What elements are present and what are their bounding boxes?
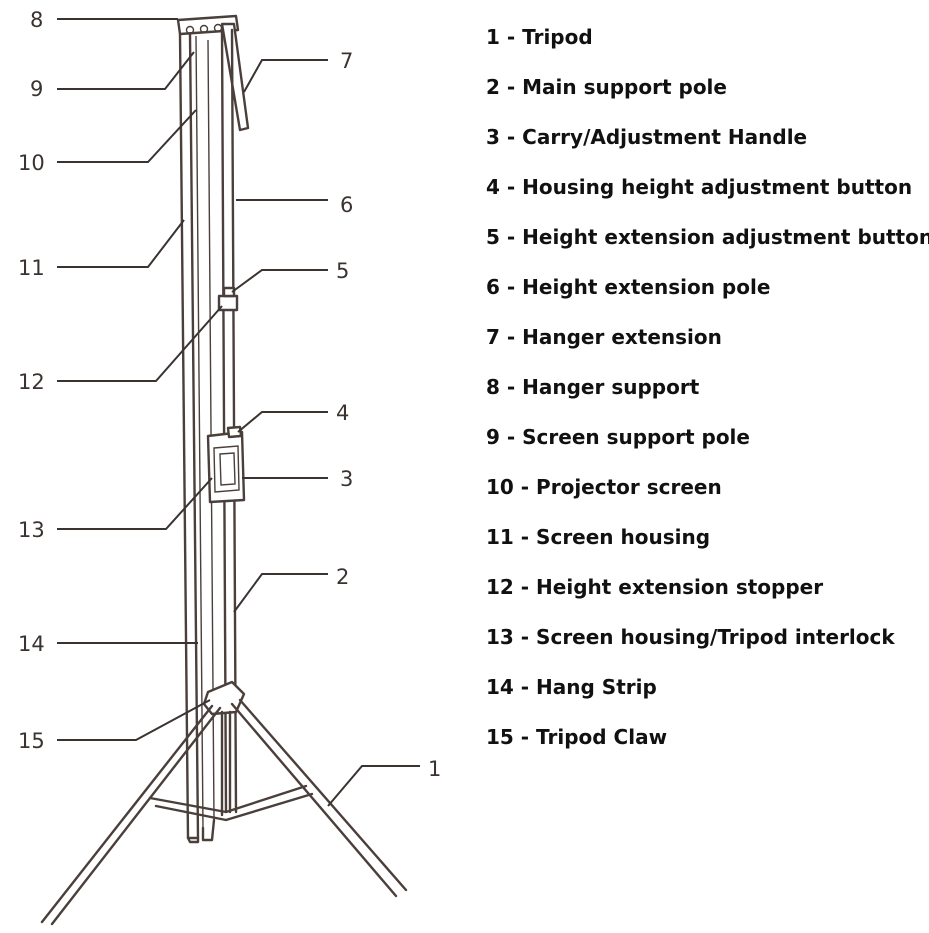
legend-item-4: 4 - Housing height adjustment button xyxy=(486,175,913,199)
hanger-extension-shape xyxy=(220,22,250,132)
legend-item-9: 9 - Screen support pole xyxy=(486,425,750,449)
legend-item-1: 1 - Tripod xyxy=(486,25,593,49)
legend-item-13: 13 - Screen housing/Tripod interlock xyxy=(486,625,895,649)
callout-4: 4 xyxy=(336,401,349,425)
legend-item-3: 3 - Carry/Adjustment Handle xyxy=(486,125,808,149)
callout-1: 1 xyxy=(428,757,441,781)
legend-item-7: 7 - Hanger extension xyxy=(486,325,722,349)
legend-item-15: 15 - Tripod Claw xyxy=(486,725,668,749)
callout-6: 6 xyxy=(340,193,353,217)
legend-item-12: 12 - Height extension stopper xyxy=(486,575,824,599)
legend-item-6: 6 - Height extension pole xyxy=(486,275,771,299)
height-extension-button-shape xyxy=(222,286,236,298)
screen-housing-shape xyxy=(178,32,200,840)
height-extension-stopper-shape xyxy=(217,294,239,312)
parts-legend: 1 - Tripod 2 - Main support pole 3 - Car… xyxy=(486,22,929,772)
callout-2: 2 xyxy=(336,565,349,589)
callout-8: 8 xyxy=(30,8,43,32)
legend-item-8: 8 - Hanger support xyxy=(486,375,700,399)
callout-10: 10 xyxy=(18,151,45,175)
callout-9: 9 xyxy=(30,77,43,101)
legend-item-10: 10 - Projector screen xyxy=(486,475,722,499)
callout-5: 5 xyxy=(336,259,349,283)
tripod-legs-shape xyxy=(40,698,408,926)
callout-11: 11 xyxy=(18,256,45,280)
callout-7: 7 xyxy=(340,49,353,73)
callout-3: 3 xyxy=(340,467,353,491)
legend-item-14: 14 - Hang Strip xyxy=(486,675,657,699)
housing-button-shape xyxy=(226,425,243,439)
callout-15: 15 xyxy=(18,729,45,753)
legend-item-2: 2 - Main support pole xyxy=(486,75,727,99)
main-support-pole-shape xyxy=(220,28,238,814)
screen-stand-illustration xyxy=(40,14,408,926)
callout-12: 12 xyxy=(18,370,45,394)
legend-item-5: 5 - Height extension adjustment button xyxy=(486,225,929,249)
callout-14: 14 xyxy=(18,632,45,656)
callout-numbers: 8 9 10 11 12 13 14 15 7 6 5 4 3 2 1 xyxy=(18,8,441,781)
tripod-braces-shape xyxy=(148,784,314,822)
leader-lines xyxy=(57,18,420,807)
callout-13: 13 xyxy=(18,518,45,542)
legend-item-11: 11 - Screen housing xyxy=(486,525,711,549)
